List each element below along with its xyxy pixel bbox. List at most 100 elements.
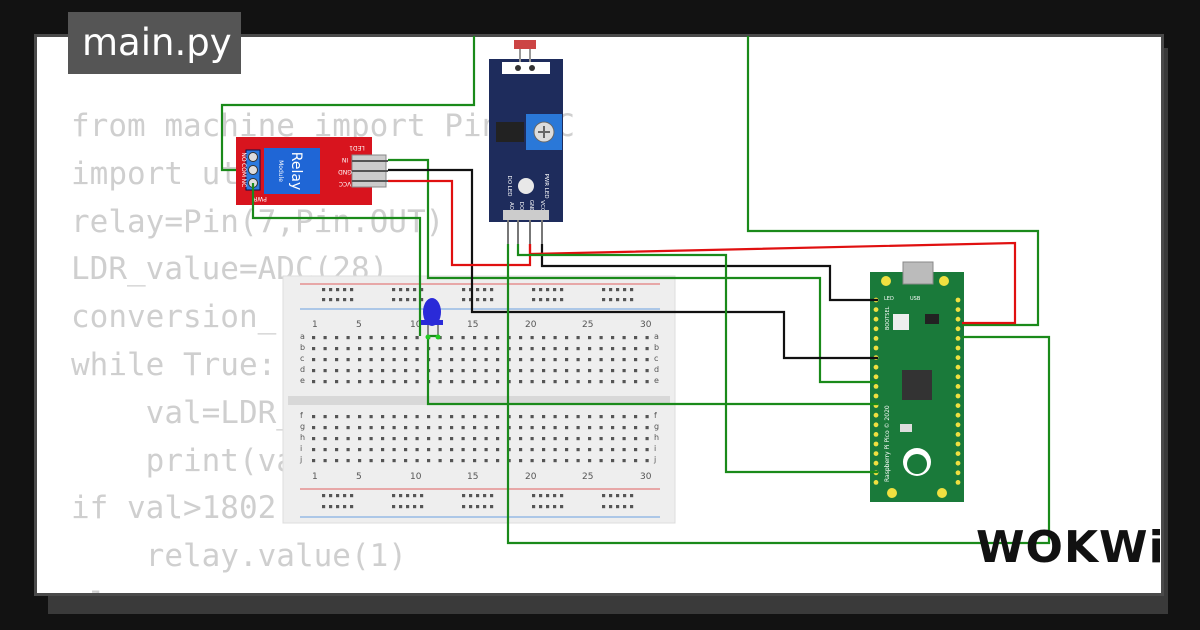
- breadboard-hole: [611, 336, 615, 340]
- breadboard-hole: [484, 459, 488, 463]
- breadboard-hole: [576, 347, 580, 351]
- breadboard-hole: [599, 347, 603, 351]
- breadboard-hole: [461, 426, 465, 430]
- breadboard-hole: [336, 494, 340, 498]
- breadboard-hole: [622, 336, 626, 340]
- file-tab[interactable]: main.py: [68, 12, 241, 74]
- breadboard-hole: [645, 415, 649, 419]
- blue-led[interactable]: [421, 298, 443, 340]
- breadboard-hole: [358, 459, 362, 463]
- pico-pin: [873, 384, 879, 389]
- breadboard-hole: [532, 298, 536, 302]
- breadboard-hole: [623, 298, 627, 302]
- breadboard-hole: [427, 448, 431, 452]
- pico-bootsel-label: BOOTSEL: [885, 306, 891, 330]
- breadboard-hole: [553, 505, 557, 509]
- breadboard-hole: [399, 494, 403, 498]
- pico-pin: [955, 432, 961, 437]
- breadboard-hole: [473, 415, 477, 419]
- col-label: 1: [312, 472, 318, 482]
- breadboard-hole: [427, 459, 431, 463]
- breadboard-hole: [565, 347, 569, 351]
- pico-pin: [873, 345, 879, 351]
- breadboard-hole: [322, 288, 326, 292]
- row-label: b: [300, 343, 305, 352]
- breadboard-hole: [323, 369, 327, 373]
- breadboard-hole: [553, 448, 557, 452]
- breadboard-hole: [634, 336, 638, 340]
- relay-module[interactable]: Relay Module NO COM NC IN GND VCC LED1 P…: [236, 137, 388, 205]
- breadboard-hole: [392, 448, 396, 452]
- col-label: 15: [467, 472, 478, 482]
- breadboard-hole: [350, 298, 354, 302]
- breadboard-hole: [322, 298, 326, 302]
- breadboard-hole: [335, 459, 339, 463]
- breadboard-hole: [588, 415, 592, 419]
- breadboard-hole: [519, 380, 523, 384]
- col-label: 10: [410, 320, 422, 330]
- breadboard-hole: [496, 380, 500, 384]
- code-line: relay=Pin(7,Pin.OUT): [71, 203, 445, 240]
- breadboard-hole: [461, 437, 465, 441]
- breadboard-hole: [611, 347, 615, 351]
- breadboard-hole: [369, 347, 373, 351]
- breadboard-hole: [530, 437, 534, 441]
- raspberry-pi-pico[interactable]: LED USB BOOTSEL Raspberry Pi Pico © 2020: [870, 261, 964, 502]
- breadboard-hole: [611, 380, 615, 384]
- pico-pin: [955, 307, 961, 312]
- breadboard-hole: [392, 459, 396, 463]
- breadboard-hole: [323, 415, 327, 419]
- breadboard-hole: [611, 459, 615, 463]
- breadboard-hole: [427, 437, 431, 441]
- pico-pin: [955, 297, 961, 303]
- breadboard-hole: [519, 459, 523, 463]
- pico-pin: [873, 460, 879, 466]
- breadboard-hole: [323, 358, 327, 362]
- breadboard-hole: [565, 415, 569, 419]
- code-line: conversion_: [71, 299, 277, 336]
- breadboard-hole: [462, 494, 466, 498]
- breadboard-hole: [381, 358, 385, 362]
- breadboard-hole: [630, 288, 634, 292]
- breadboard-hole: [530, 347, 534, 351]
- breadboard-hole: [484, 380, 488, 384]
- breadboard-hole: [611, 369, 615, 373]
- breadboard-hole: [427, 426, 431, 430]
- breadboard-hole: [406, 298, 410, 302]
- breadboard-hole: [358, 415, 362, 419]
- pico-pin: [873, 364, 879, 370]
- breadboard-hole: [312, 415, 316, 419]
- breadboard-hole: [565, 380, 569, 384]
- breadboard-hole: [329, 288, 333, 292]
- breadboard-hole: [392, 426, 396, 430]
- breadboard-hole: [546, 288, 550, 292]
- breadboard-hole: [490, 494, 494, 498]
- breadboard-hole: [312, 459, 316, 463]
- breadboard-hole: [473, 336, 477, 340]
- breadboard-hole: [599, 448, 603, 452]
- breadboard-hole: [623, 494, 627, 498]
- breadboard-hole: [420, 505, 424, 509]
- breadboard-holes: [312, 288, 649, 509]
- breadboard-hole: [530, 358, 534, 362]
- breadboard-hole: [576, 426, 580, 430]
- breadboard-hole: [546, 505, 550, 509]
- breadboard-hole: [346, 437, 350, 441]
- breadboard-hole: [369, 369, 373, 373]
- breadboard-hole: [609, 288, 613, 292]
- breadboard-hole: [462, 298, 466, 302]
- breadboard-hole: [542, 415, 546, 419]
- ldr-module[interactable]: DO LED PWR LED AO DO GND VCC: [489, 40, 563, 244]
- pico-pin: [955, 422, 961, 428]
- breadboard-hole: [420, 298, 424, 302]
- breadboard-hole: [602, 298, 606, 302]
- pico-pin: [955, 393, 961, 399]
- breadboard-hole: [336, 288, 340, 292]
- breadboard-hole: [346, 347, 350, 351]
- breadboard-hole: [623, 505, 627, 509]
- breadboard-hole: [381, 336, 385, 340]
- breadboard-hole: [323, 347, 327, 351]
- breadboard-hole: [335, 358, 339, 362]
- breadboard-hole: [484, 448, 488, 452]
- pico-pin: [955, 441, 961, 447]
